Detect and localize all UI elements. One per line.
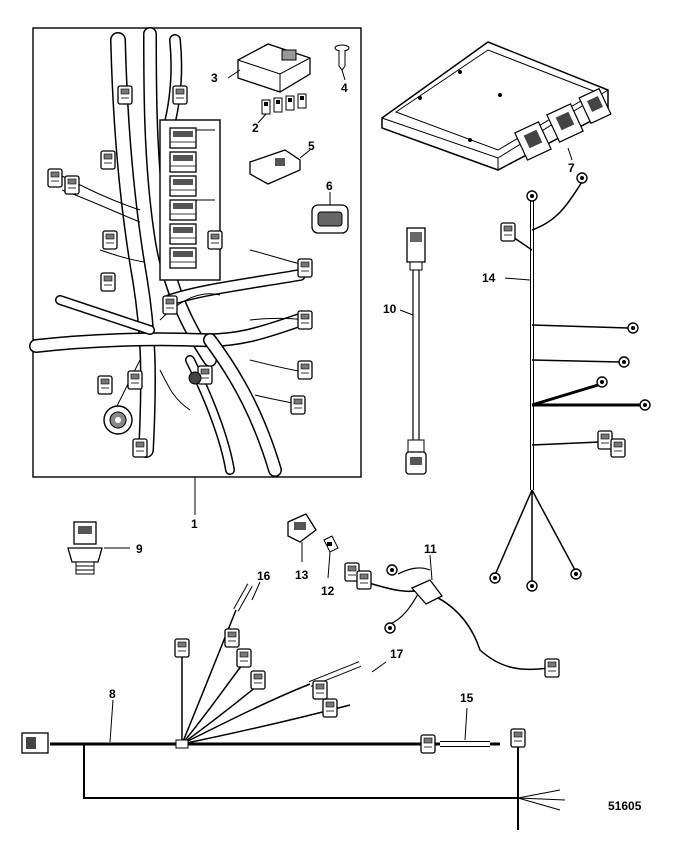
- callout-11: 11: [424, 542, 437, 556]
- harness-assembly-panel: [29, 27, 362, 478]
- harness-8-connectors: [21, 628, 526, 754]
- callout-4: 4: [341, 81, 348, 95]
- callout-3: 3: [211, 71, 218, 85]
- callout-10: 10: [383, 302, 397, 316]
- fuse-holder: [227, 43, 311, 93]
- callout-9: 9: [136, 542, 143, 556]
- callout-16: 16: [257, 569, 271, 583]
- callout-13: 13: [295, 568, 309, 582]
- clip-12: [323, 535, 339, 579]
- harness-8: [50, 583, 566, 830]
- callout-12: 12: [321, 584, 335, 598]
- connector-13: [287, 513, 317, 562]
- sensor-plug: [188, 371, 202, 385]
- callout-15: 15: [460, 691, 474, 705]
- connector-6: [311, 192, 349, 234]
- jumper-harness-10: [399, 227, 427, 475]
- push-pin: [334, 44, 350, 81]
- engine-control-module: [381, 41, 612, 171]
- callout-2: 2: [252, 121, 259, 135]
- callout-6: 6: [326, 179, 333, 193]
- harness-11: [344, 554, 560, 678]
- relay-block: [159, 119, 221, 281]
- callout-8: 8: [109, 687, 116, 701]
- callout-5: 5: [308, 139, 315, 153]
- figure-number: 51605: [608, 799, 642, 813]
- callout-1: 1: [191, 517, 198, 531]
- connector-5: [249, 149, 311, 185]
- callout-17: 17: [390, 647, 404, 661]
- callout-7: 7: [568, 161, 575, 175]
- bulkhead-connector: [103, 405, 133, 435]
- battery-harness-terminals: [489, 172, 651, 592]
- pressure-sensor: [67, 521, 130, 575]
- callout-14: 14: [482, 271, 496, 285]
- battery-harness-14: [494, 181, 640, 582]
- fuses: [257, 93, 307, 124]
